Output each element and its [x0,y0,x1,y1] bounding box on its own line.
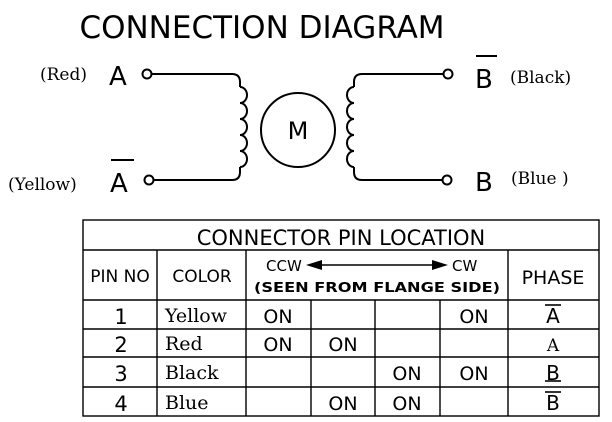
step-cell: ON [263,334,292,356]
table-row: 4 Blue ON ON B [114,391,561,416]
lead-a-letter: A [109,62,127,92]
step-cell: ON [263,306,292,328]
lead-b-bar-letter: B [475,65,493,95]
wire-color: Blue [165,392,209,414]
winding-phase-a [151,73,248,181]
lead-a-bar-letter: A [110,169,128,199]
phase-label: B [546,391,560,415]
terminal-a-bar [143,174,155,186]
wire-color: Black [165,362,219,384]
lead-a-bar-color: (Yellow) [8,175,77,195]
diagram-title: CONNECTION DIAGRAM [79,10,444,46]
table-row: 1 Yellow ON ON A [114,304,561,329]
lead-b-letter: B [475,168,493,198]
step-cell: ON [459,306,488,328]
terminal-a [141,68,153,80]
terminal-b [441,174,453,186]
header-ccw: CCW [266,257,302,275]
lead-b-bar-color: (Black) [510,68,571,88]
phase-label: A [546,304,560,328]
header-phase: PHASE [522,267,585,289]
table-grid [82,219,600,417]
pin-number: 2 [114,333,127,357]
lead-a-color: (Red) [40,65,87,85]
phase-label: B [546,361,560,385]
step-cell: ON [392,363,421,385]
step-cell: ON [328,393,357,415]
header-pin-no: PIN NO [90,267,149,287]
table-row: 3 Black ON ON B [114,361,561,386]
header-color: COLOR [172,267,231,287]
motor-symbol: M [260,92,336,168]
pin-number: 1 [114,305,127,329]
table-title: CONNECTOR PIN LOCATION [197,226,486,250]
step-cell: ON [392,393,421,415]
step-cell: ON [459,363,488,385]
phase-label: A [546,336,560,356]
winding-phase-b [346,73,444,181]
header-cw: CW [452,257,477,275]
connector-pin-table: CONNECTOR PIN LOCATION PIN NO COLOR CCW … [82,219,600,417]
motor-label: M [288,117,309,145]
wire-color: Yellow [164,305,228,327]
pin-number: 4 [114,392,127,416]
wire-color: Red [165,333,203,355]
step-cell: ON [328,334,357,356]
terminal-b-bar [442,68,454,80]
table-row: 2 Red ON ON A [114,333,560,357]
pin-number: 3 [114,362,127,386]
lead-b-color: (Blue ) [511,169,569,189]
header-note: (SEEN FROM FLANGE SIDE) [254,281,500,296]
direction-arrow [306,260,448,270]
